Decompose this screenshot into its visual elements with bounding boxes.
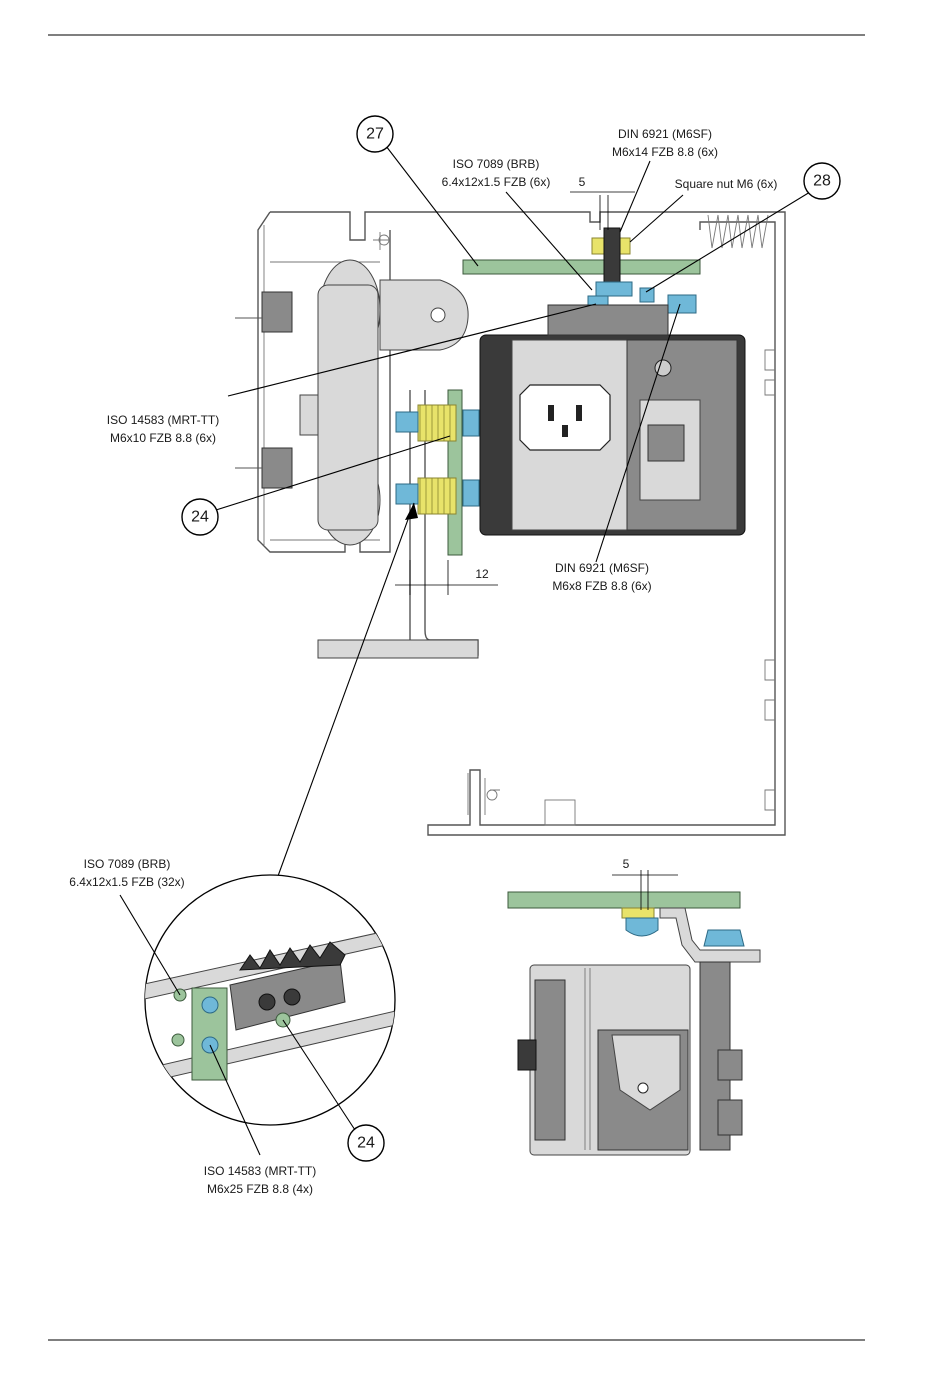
din6921-top-line2: M6x14 FZB 8.8 (6x)	[612, 145, 718, 159]
iso14583-top-line2: M6x10 FZB 8.8 (6x)	[110, 431, 216, 445]
svg-text:24: 24	[191, 509, 209, 526]
iso7089-top-line1: ISO 7089 (BRB)	[453, 157, 540, 171]
din6921-mid-line1: DIN 6921 (M6SF)	[555, 561, 649, 575]
callout-24-top: 24	[182, 499, 218, 535]
iso7089-bot-line1: ISO 7089 (BRB)	[84, 857, 171, 871]
callout-24-bottom: 24	[348, 1125, 384, 1161]
iso14583-bot-line1: ISO 14583 (MRT-TT)	[204, 1164, 316, 1178]
svg-text:24: 24	[357, 1135, 375, 1152]
iso7089-bot-line2: 6.4x12x1.5 FZB (32x)	[69, 875, 184, 889]
side-detail-view: 5	[508, 857, 760, 1155]
callout-27: 27	[357, 116, 393, 152]
round-detail-view	[120, 875, 400, 1155]
callout-28: 28	[804, 163, 840, 199]
dim-5-detail: 5	[623, 857, 630, 871]
dim-12: 12	[475, 567, 489, 581]
svg-text:27: 27	[366, 126, 384, 143]
iso14583-bot-line2: M6x25 FZB 8.8 (4x)	[207, 1182, 313, 1196]
din6921-top-line1: DIN 6921 (M6SF)	[618, 127, 712, 141]
iso14583-top-line1: ISO 14583 (MRT-TT)	[107, 413, 219, 427]
svg-text:28: 28	[813, 173, 831, 190]
din6921-mid-line2: M6x8 FZB 8.8 (6x)	[552, 579, 651, 593]
main-view	[235, 212, 785, 835]
dim-5-top: 5	[579, 175, 586, 189]
square-nut-label: Square nut M6 (6x)	[675, 177, 778, 191]
iso7089-top-line2: 6.4x12x1.5 FZB (6x)	[442, 175, 551, 189]
